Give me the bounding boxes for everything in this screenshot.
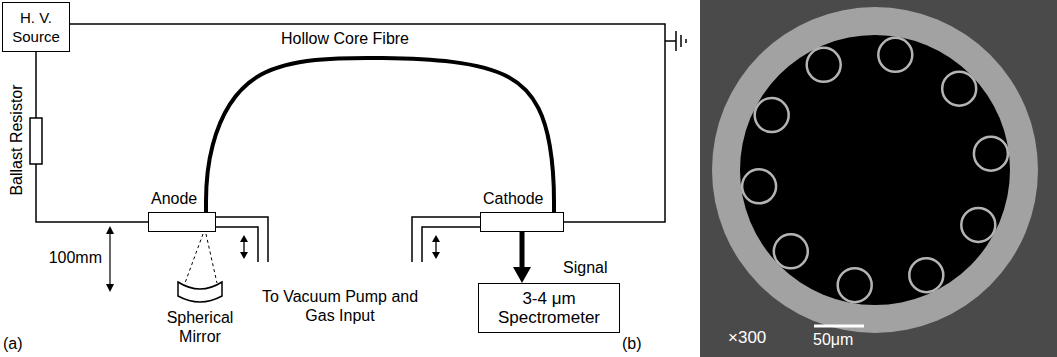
wire-line <box>70 24 665 222</box>
wire-label: Ballast Resistor <box>7 84 26 195</box>
hollow-core-fibre-line <box>206 58 554 212</box>
power-supply-box: H. V. Source <box>2 2 70 52</box>
label-holder: 100mm <box>40 248 102 267</box>
box-heading: Cathode <box>483 189 565 208</box>
dimension-arrow <box>106 226 114 292</box>
resistor-symbol <box>30 118 42 164</box>
double-arrow <box>240 235 248 259</box>
label-holder: Signal <box>563 258 607 277</box>
gas-tube <box>216 217 268 262</box>
cathode-block: Cathode <box>480 212 564 232</box>
arrow-head <box>513 267 531 283</box>
box-heading: Anode <box>151 189 217 208</box>
panel-label: (a) <box>3 334 23 353</box>
panel-label: (b) <box>622 334 642 353</box>
label-holder: To Vacuum Pump and Gas Input <box>250 287 430 325</box>
sem-micrograph <box>700 0 1057 357</box>
label-holder: (a) <box>3 334 23 353</box>
spectrometer-box: 3-4 μm Spectrometer <box>478 283 620 333</box>
label-holder: ×300 <box>728 328 766 347</box>
wire <box>36 52 148 222</box>
box-label: H. V. Source <box>5 8 67 46</box>
magnification-label: ×300 <box>728 328 766 347</box>
double-arrow <box>432 235 440 259</box>
dimension-label: 100mm <box>40 248 102 267</box>
fibre-label: Hollow Core Fibre <box>281 29 409 48</box>
scale-label: 50μm <box>813 330 853 349</box>
label-holder: (b) <box>622 334 642 353</box>
ground-symbol <box>665 31 686 51</box>
anode-block: Anode <box>148 212 216 232</box>
light-beam <box>185 234 217 283</box>
part-name: Spherical Mirror <box>150 308 250 346</box>
scale-bar <box>814 325 864 328</box>
spherical-mirror <box>178 282 222 302</box>
wire-line <box>36 52 148 222</box>
signal-label: Signal <box>563 258 607 277</box>
gas-tube <box>412 217 480 262</box>
part-name: To Vacuum Pump and Gas Input <box>250 287 430 325</box>
signal-arrow <box>513 232 531 283</box>
hollow-core-fibre <box>206 58 554 212</box>
signal-arrow-line <box>520 232 525 272</box>
box-label: 3-4 μm Spectrometer <box>483 289 615 327</box>
capillary-tubes <box>742 38 1008 302</box>
label-holder: Spherical Mirror <box>150 308 250 346</box>
wire <box>70 24 665 222</box>
label-holder: 50μm <box>813 330 853 349</box>
